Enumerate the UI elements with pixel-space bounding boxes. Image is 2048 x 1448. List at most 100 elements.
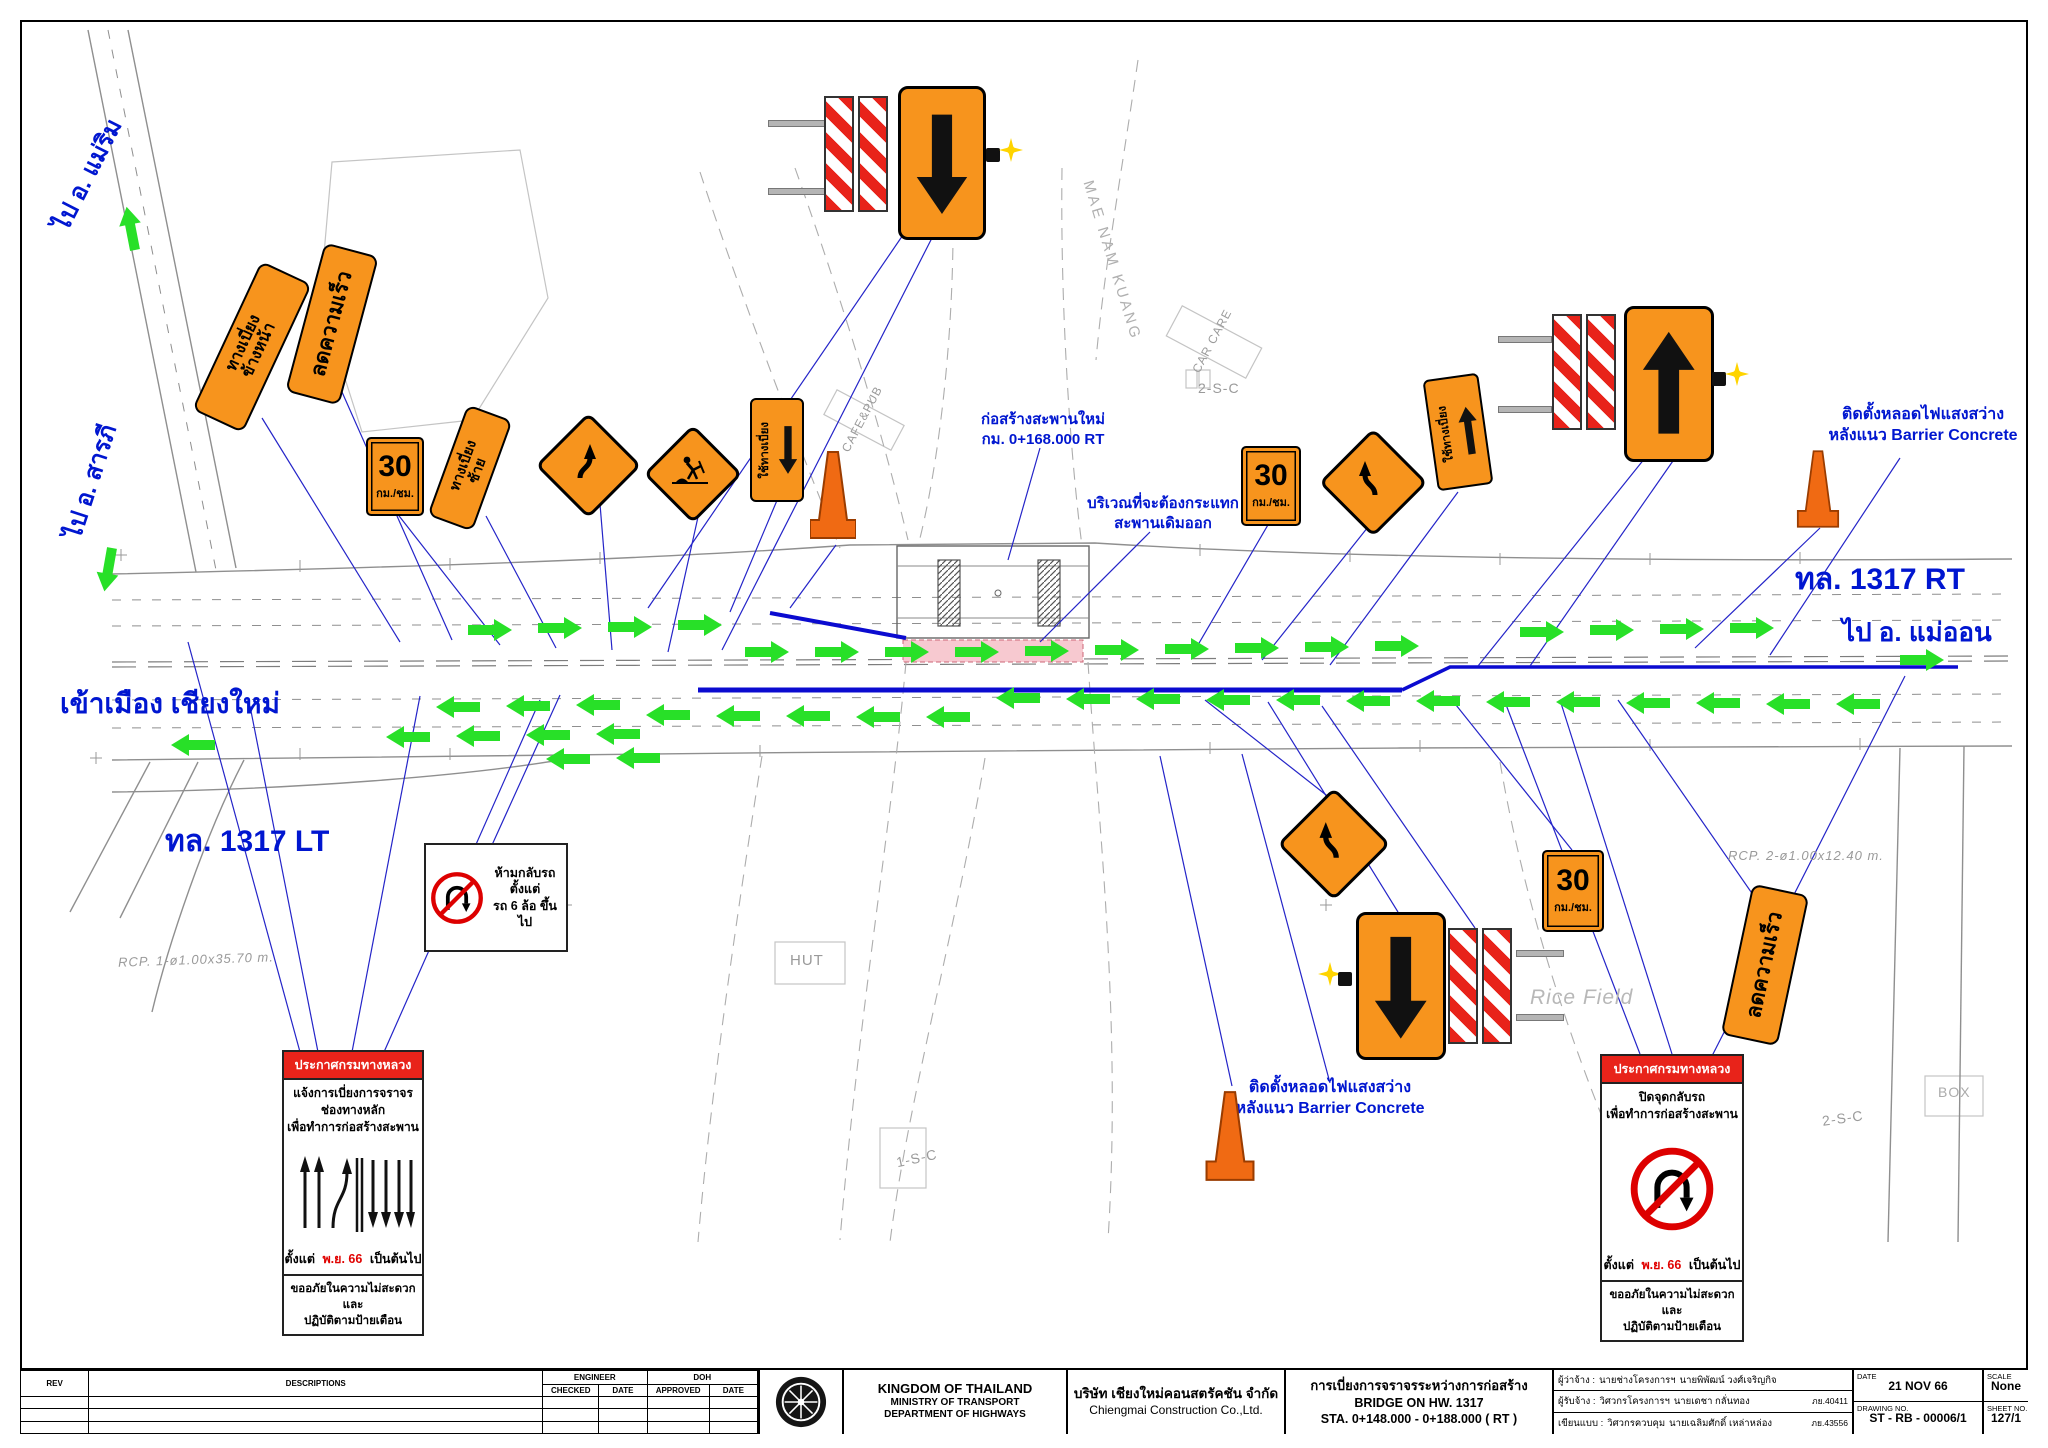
announcement-board-left: ประกาศกรมทางหลวง แจ้งการเบี่ยงการจราจร ช… xyxy=(282,1050,424,1336)
personnel-row: ผู้ว่าจ้าง : นายช่างโครงการฯ นายพิพัฒน์ … xyxy=(1554,1370,1852,1392)
keep-lane-arrow-sign-down-bottom xyxy=(1356,912,1446,1060)
speed-limit-30-sign-bottom: 30 กม./ชม. xyxy=(1542,850,1604,932)
announcement-board-right: ประกาศกรมทางหลวง ปิดจุดกลับรถ เพื่อทำการ… xyxy=(1600,1054,1744,1342)
since-pre: ตั้งแต่ xyxy=(1603,1257,1634,1272)
label-box: BOX xyxy=(1938,1084,1971,1100)
speed-value: 30 xyxy=(1556,864,1590,897)
footer-line3: ปฏิบัติตามป้ายเตือน xyxy=(304,1314,402,1327)
warning-light-icon xyxy=(1712,372,1726,386)
drawing-no-cell: DRAWING NO. ST - RB - 00006/1 xyxy=(1854,1402,1982,1434)
footer-line2: และ xyxy=(1661,1304,1683,1317)
announcement-header: ประกาศกรมทางหลวง xyxy=(284,1052,422,1080)
note-lighting-bottom-line1: ติดตั้งหลอดไฟแสงสว่าง xyxy=(1248,1079,1412,1096)
speed-value: 30 xyxy=(378,449,412,483)
announcement-since: ตั้งแต่ พ.ย. 66 เป็นต้นไป xyxy=(284,1247,422,1274)
lane-shift-icon xyxy=(1359,461,1378,496)
barrier-pole xyxy=(1498,406,1552,413)
sheet-no-label: SHEET NO. xyxy=(1987,1404,2028,1413)
approved-header: APPROVED xyxy=(646,1384,710,1397)
reduce-speed-text: ลดความเร็ว xyxy=(306,268,357,380)
survey-marks xyxy=(90,544,1861,911)
ministry-line: MINISTRY OF TRANSPORT xyxy=(890,1396,1020,1408)
announcement-footer: ขออภัยในความไม่สะดวก และ ปฏิบัติตามป้ายเ… xyxy=(284,1273,422,1334)
no-uturn-rule-text: ห้ามกลับรถ ตั้งแต่ รถ 6 ล้อ ขึ้นไป xyxy=(488,865,562,930)
rev-header: REV xyxy=(20,1370,90,1397)
keep-lane-arrow-sign-down xyxy=(898,86,986,240)
p1-role: นายช่างโครงการฯ xyxy=(1599,1374,1676,1386)
up-arrow-icon xyxy=(1458,406,1477,455)
label-hut: HUT xyxy=(790,952,824,969)
announcement-line2: ช่องทางหลัก xyxy=(320,1102,386,1117)
label-2sc-top: 2-S-C xyxy=(1198,380,1240,396)
speed-unit: กม./ชม. xyxy=(1554,902,1592,914)
doh-header: DOH xyxy=(646,1370,758,1385)
barrier-pole xyxy=(1516,950,1564,957)
barrier-stripe-board xyxy=(1448,928,1478,1044)
revision-table: REV DESCRIPTIONS ENGINEER DOH CHECKED DA… xyxy=(20,1370,760,1434)
label-hw-1317-lt: ทล. 1317 LT xyxy=(165,825,330,858)
department-line: DEPARTMENT OF HIGHWAYS xyxy=(884,1409,1026,1421)
speed-value: 30 xyxy=(1254,459,1288,492)
personnel-row: เขียนแบบ : วิศวกรควบคุม นายเฉลิมศักดิ์ เ… xyxy=(1554,1413,1852,1434)
kingdom-line: KINGDOM OF THAILAND xyxy=(877,1381,1033,1397)
barrier-stripe-board xyxy=(858,96,888,212)
no-uturn-icon xyxy=(1630,1147,1714,1230)
scale-label: SCALE xyxy=(1987,1372,2012,1381)
light-flash-icon xyxy=(999,138,1023,162)
doh-logo-icon xyxy=(775,1376,827,1428)
p1-label: ผู้ว่าจ้าง : xyxy=(1558,1374,1596,1386)
sheet-no-value: 127/1 xyxy=(1990,1411,2022,1425)
p3-name: นายเฉลิมศักดิ์ เหล่าหล่อง xyxy=(1669,1417,1773,1429)
revision-row xyxy=(20,1420,758,1434)
date-col2-header: DATE xyxy=(708,1384,758,1397)
revision-row xyxy=(20,1408,758,1422)
barrier-pole xyxy=(768,188,828,195)
announcement-body: แจ้งการเบี่ยงการจราจร ช่องทางหลัก เพื่อท… xyxy=(284,1080,422,1137)
no-uturn-line2: ตั้งแต่ xyxy=(509,882,541,897)
reverse-curve-warning-sign xyxy=(535,412,641,518)
personnel-row: ผู้รับจ้าง : วิศวกรโครงการฯ นายเดชา กลั่… xyxy=(1554,1391,1852,1413)
p2-name: นายเดชา กลั่นทอง xyxy=(1673,1395,1750,1407)
note-lighting-top-line1: ติดตั้งหลอดไฟแสงสว่าง xyxy=(1841,406,2005,423)
lane-lines xyxy=(107,29,2013,729)
traffic-cone-icon xyxy=(1796,450,1840,528)
revision-grid: REV DESCRIPTIONS ENGINEER DOH CHECKED DA… xyxy=(20,1370,758,1434)
barrier-pole xyxy=(1498,336,1552,343)
traffic-cone-icon xyxy=(1205,1091,1255,1181)
announcement-line1: แจ้งการเบี่ยงการจราจร xyxy=(293,1086,413,1100)
up-arrow-icon xyxy=(1643,331,1695,434)
no-uturn-rule-board: ห้ามกลับรถ ตั้งแต่ รถ 6 ล้อ ขึ้นไป xyxy=(424,843,568,952)
label-to-maeon: ไป อ. แม่ออน xyxy=(1842,617,1992,647)
barrier-stripe-board xyxy=(824,96,854,212)
date-label: DATE xyxy=(1857,1372,1877,1381)
note-demolish: บริเวณที่จะต้องกระแทก สะพานเดิมออก xyxy=(1058,494,1268,533)
company-en: Chiengmai Construction Co.,Ltd. xyxy=(1089,1402,1263,1417)
date-value: 21 NOV 66 xyxy=(1888,1378,1948,1393)
since-date: พ.ย. 66 xyxy=(1641,1257,1682,1272)
use-detour-text: ใช้ทางเบี่ยง xyxy=(758,421,771,479)
reduce-speed-text: ลดความเร็ว xyxy=(1741,909,1787,1021)
traffic-cone-icon xyxy=(810,451,856,539)
no-uturn-line1: ห้ามกลับรถ xyxy=(494,866,556,880)
barrier-stripe-board xyxy=(1586,314,1616,430)
bridge xyxy=(896,545,1090,663)
barrier-stripe-board xyxy=(1482,928,1512,1044)
speed-limit-30-sign-left: 30 กม./ชม. xyxy=(366,437,424,516)
label-rice-field: Rice Field xyxy=(1530,986,1634,1009)
down-arrow-icon xyxy=(916,115,968,215)
lane-shift-warning-sign-bottom xyxy=(1277,787,1391,901)
barrier-stripe-board xyxy=(1552,314,1582,430)
road-edges xyxy=(69,29,2013,1243)
light-flash-icon xyxy=(1318,962,1342,986)
lane-diagram xyxy=(284,1137,422,1246)
personnel-cell: ผู้ว่าจ้าง : นายช่างโครงการฯ นายพิพัฒน์ … xyxy=(1554,1370,1854,1434)
no-uturn-symbol xyxy=(1602,1125,1742,1253)
p3-label: เขียนแบบ : xyxy=(1558,1417,1604,1429)
speed-unit: กม./ชม. xyxy=(376,487,414,500)
footer-line2: และ xyxy=(342,1298,364,1311)
reverse-curve-icon xyxy=(577,444,596,479)
p2-role: วิศวกรโครงการฯ xyxy=(1599,1395,1670,1407)
announcement-header: ประกาศกรมทางหลวง xyxy=(1602,1056,1742,1084)
worker-icon xyxy=(672,456,708,484)
announcement-line2: เพื่อทำการก่อสร้างสะพาน xyxy=(1606,1106,1738,1121)
